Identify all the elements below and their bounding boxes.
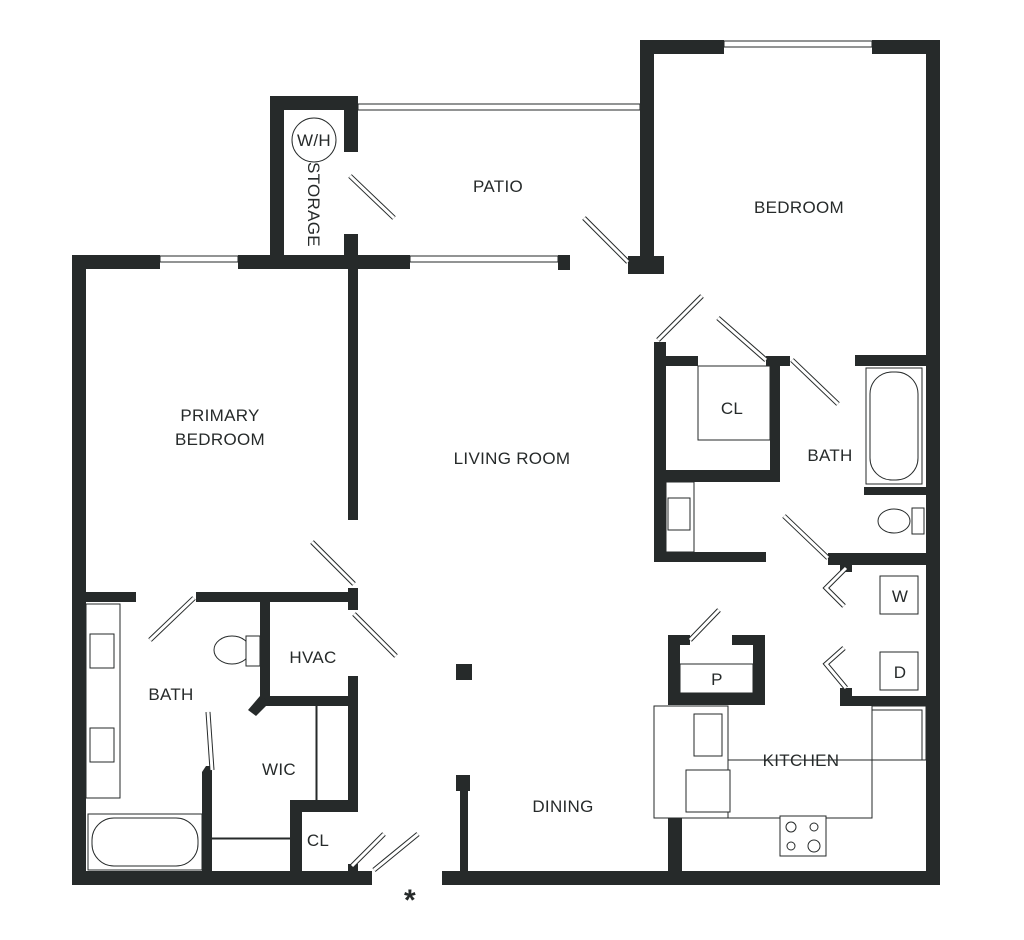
- room-labels: W/H STORAGE PATIO BEDROOM PRIMARY BEDROO…: [148, 131, 908, 917]
- patio-label: PATIO: [473, 177, 523, 196]
- walls: [72, 40, 940, 885]
- kitchen-label: KITCHEN: [763, 751, 840, 770]
- cl-shelf: [697, 365, 771, 441]
- closet-upper-label: CL: [721, 399, 743, 418]
- water-heater-icon: [291, 117, 337, 163]
- pantry-label: P: [711, 670, 723, 689]
- storage-label: STORAGE: [304, 162, 323, 247]
- toilet-right: [877, 508, 911, 534]
- closet-lower-label: CL: [307, 831, 329, 850]
- primary-bedroom-label-1: PRIMARY: [180, 406, 259, 425]
- dryer-label: D: [894, 663, 907, 682]
- doors[interactable]: [148, 174, 848, 872]
- wic-label: WIC: [262, 760, 296, 779]
- pantry-shelf: [679, 663, 754, 694]
- entry-marker: *: [404, 884, 416, 917]
- bath-left-label: BATH: [148, 685, 193, 704]
- toilet-left: [213, 635, 251, 665]
- sink: [693, 713, 723, 757]
- washer-box: [879, 575, 919, 615]
- fixtures: [85, 117, 927, 871]
- primary-bedroom-label-2: BEDROOM: [175, 430, 265, 449]
- dining-label: DINING: [532, 797, 593, 816]
- windows: [159, 40, 873, 263]
- dryer-box: [879, 651, 919, 691]
- fridge: [871, 709, 923, 761]
- living-room-label: LIVING ROOM: [454, 449, 571, 468]
- dishwasher: [685, 769, 731, 813]
- hvac-label: HVAC: [289, 648, 336, 667]
- washer-label: W: [892, 587, 908, 606]
- water-heater-label: W/H: [297, 131, 331, 150]
- bedroom-label: BEDROOM: [754, 198, 844, 217]
- bath-right-label: BATH: [807, 446, 852, 465]
- vanity-left: [85, 603, 121, 799]
